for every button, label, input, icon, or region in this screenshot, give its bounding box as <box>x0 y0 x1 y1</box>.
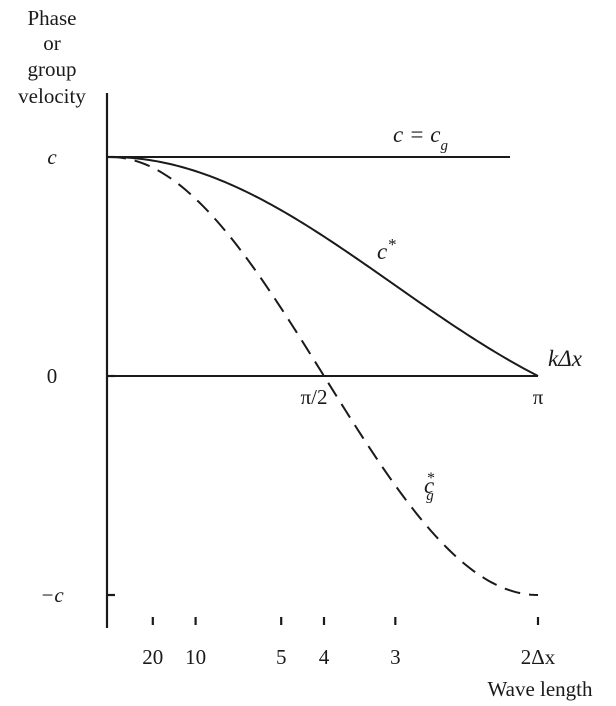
wavelength-ticks <box>151 617 540 625</box>
x-axis-label-k-dx: kΔx <box>548 346 583 371</box>
series-label-c-eq-cg: c = cg <box>393 122 448 154</box>
y-tick-label-minus-c: −c <box>40 583 64 607</box>
y-tick-label-c: c <box>47 145 57 169</box>
curve-c-star <box>109 156 539 377</box>
horizontal-lines <box>107 156 538 377</box>
k-tick-label-pi: π <box>533 385 544 409</box>
wavelength-tick-label-10: 10 <box>185 645 206 669</box>
y-axis-label-line-4: velocity <box>18 84 86 108</box>
x-axis-label-wave-length: Wave length <box>487 677 593 701</box>
y-tick-label-zero: 0 <box>47 364 58 388</box>
y-ticks <box>107 155 115 597</box>
series-label-cg-star: c*g <box>424 470 434 504</box>
y-axis-label-line-3: group <box>28 57 77 81</box>
y-axis-label-line-2: or <box>43 31 61 55</box>
wavelength-tick-label-4: 4 <box>319 645 330 669</box>
series-label-c-star: c* <box>377 235 396 265</box>
wavelength-tick-label-2dx: 2Δx <box>521 645 556 669</box>
y-axis-label-line-1: Phase <box>28 6 77 30</box>
y-axis-label: Phase or group velocity <box>18 6 86 108</box>
y-tick-labels: c 0 −c <box>40 145 64 607</box>
wavelength-tick-label-3: 3 <box>390 645 401 669</box>
curve-cg-star <box>109 156 539 596</box>
curves <box>109 156 539 596</box>
k-tick-label-pi-half: π/2 <box>301 385 328 409</box>
wavelength-tick-label-20: 20 <box>142 645 163 669</box>
wavelength-tick-labels: 20 10 5 4 3 2Δx <box>142 645 555 669</box>
wavelength-tick-label-5: 5 <box>276 645 287 669</box>
